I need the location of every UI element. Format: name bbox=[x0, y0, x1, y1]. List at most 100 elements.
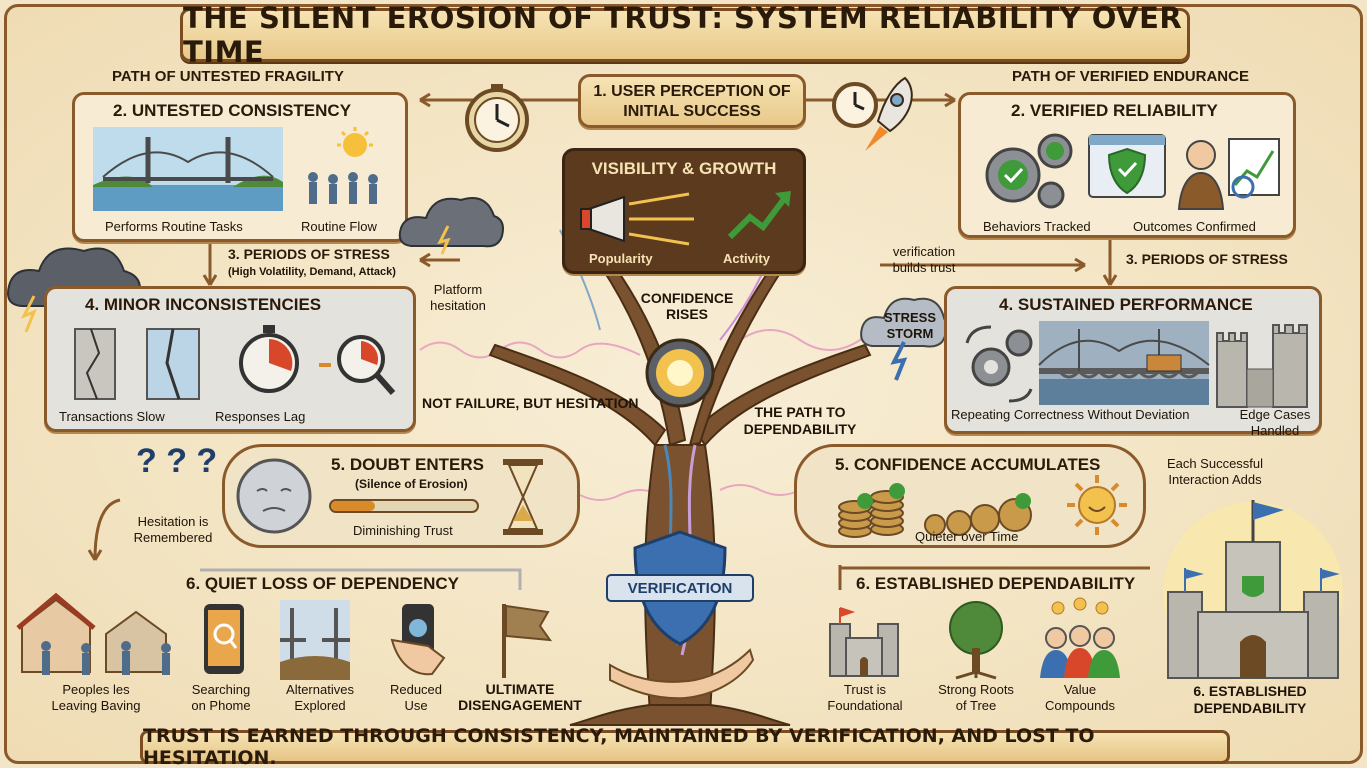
established-dependability-title: 6. ESTABLISHED DEPENDABILITY bbox=[856, 574, 1136, 593]
village-people-leaving-icon bbox=[16, 592, 171, 675]
verification-builds-trust-line1: verification bbox=[892, 244, 956, 259]
each-successful-line2: Interaction Adds bbox=[1168, 472, 1262, 487]
glowing-core-icon bbox=[645, 338, 715, 408]
visibility-growth-panel: VISIBILITY & GROWTH Popularity Activity bbox=[562, 148, 806, 274]
open-hand-icon bbox=[609, 648, 755, 700]
stress-storm-line1: STRESS bbox=[883, 310, 936, 325]
left-stress-title: 3. PERIODS OF STRESS bbox=[228, 246, 390, 262]
trust-foundational-line1: Trust is bbox=[843, 682, 887, 697]
strong-roots-line2: of Tree bbox=[955, 698, 997, 713]
smiling-sun-icon bbox=[1067, 475, 1127, 535]
stopwatch-icon bbox=[239, 325, 299, 393]
clock-icon bbox=[832, 82, 878, 128]
value-compounds-line2: Compounds bbox=[1044, 698, 1116, 713]
searching-label-line2: on Phome bbox=[191, 698, 251, 713]
path-to-dependability-line1: THE PATH TO bbox=[754, 404, 846, 420]
sun-and-people-icon bbox=[308, 127, 378, 204]
hourglass-icon bbox=[503, 459, 543, 535]
path-to-dependability-line2: DEPENDABILITY bbox=[743, 421, 857, 437]
hesitation-remembered-line2: Remembered bbox=[133, 530, 213, 545]
left-path-label: PATH OF UNTESTED FRAGILITY bbox=[112, 68, 344, 85]
bridge-icon bbox=[93, 127, 283, 211]
footer-banner: TRUST IS EARNED THROUGH CONSISTENCY, MAI… bbox=[140, 725, 1230, 768]
platform-hesitation-line1: Platform bbox=[433, 282, 483, 297]
outcomes-confirmed-label: Outcomes Confirmed bbox=[1133, 219, 1256, 234]
browser-shield-icon bbox=[1088, 134, 1166, 198]
oak-tree-icon bbox=[949, 601, 1003, 680]
edge-cases-line1: Edge Cases bbox=[1239, 407, 1311, 422]
cycling-gears-icon bbox=[965, 325, 1033, 403]
castle-label-line1: 6. ESTABLISHED bbox=[1193, 683, 1307, 699]
gears-check-icon bbox=[985, 133, 1073, 209]
routine-flow-label: Routine Flow bbox=[301, 219, 377, 234]
visibility-growth-title: VISIBILITY & GROWTH bbox=[591, 159, 777, 178]
footer-text: TRUST IS EARNED THROUGH CONSISTENCY, MAI… bbox=[143, 725, 1095, 768]
sustained-performance-title: 4. SUSTAINED PERFORMANCE bbox=[999, 295, 1253, 314]
verified-reliability-panel: 2. VERIFIED RELIABILITY Behaviors Tracke… bbox=[958, 92, 1296, 238]
verification-builds-trust-line2: builds trust bbox=[892, 260, 956, 275]
start-banner: 1. USER PERCEPTION OF INITIAL SUCCESS bbox=[578, 74, 806, 128]
doubt-enters-panel: 5. DOUBT ENTERS (Silence of Erosion) Dim… bbox=[222, 444, 580, 548]
strong-roots-line1: Strong Roots bbox=[938, 682, 1014, 697]
routine-tasks-label: Performs Routine Tasks bbox=[105, 219, 243, 234]
hand-phone-icon bbox=[390, 604, 446, 676]
right-stress-title: 3. PERIODS OF STRESS bbox=[1126, 251, 1288, 267]
leaving-label-line2: Leaving Baving bbox=[51, 698, 141, 713]
popularity-label: Popularity bbox=[589, 251, 653, 266]
pocket-watch-icon bbox=[465, 84, 529, 152]
small-castle-icon bbox=[829, 607, 899, 677]
platform-hesitation-line2: hesitation bbox=[430, 298, 486, 313]
quieter-over-time-label: Quieter over Time bbox=[915, 529, 1019, 544]
doubt-enters-subtitle: (Silence of Erosion) bbox=[355, 477, 468, 491]
happy-people-icon bbox=[1040, 597, 1120, 678]
castle-label-line2: DEPENDABILITY bbox=[1193, 700, 1307, 716]
reduced-use-label-line1: Reduced bbox=[389, 682, 443, 697]
verified-reliability-title: 2. VERIFIED RELIABILITY bbox=[1011, 101, 1218, 120]
left-stress-subtitle: (High Volatility, Demand, Attack) bbox=[228, 266, 396, 278]
trust-foundational-line2: Foundational bbox=[827, 698, 903, 713]
bridge-truck-icon bbox=[1038, 321, 1210, 405]
rocket-icon bbox=[865, 76, 913, 151]
transactions-slow-label: Transactions Slow bbox=[59, 409, 165, 424]
start-title-line1: 1. USER PERCEPTION OF bbox=[593, 83, 791, 100]
confidence-rises-line1: CONFIDENCE bbox=[640, 290, 734, 306]
quiet-loss-title: 6. QUIET LOSS OF DEPENDENCY bbox=[186, 574, 459, 593]
megaphone-icon bbox=[580, 192, 694, 246]
cracked-pillar-icon bbox=[74, 328, 200, 400]
sad-moon-icon bbox=[236, 458, 312, 534]
magnifier-clock-icon bbox=[319, 335, 396, 395]
leaving-label-line1: Peoples les bbox=[62, 682, 130, 697]
stone-towers-icon bbox=[1216, 324, 1308, 408]
page-title: THE SILENT EROSION OF TRUST: SYSTEM RELI… bbox=[183, 1, 1183, 69]
verification-ribbon: VERIFICATION bbox=[606, 574, 754, 602]
coin-stacks-icon bbox=[838, 483, 1032, 538]
sustained-performance-panel: 4. SUSTAINED PERFORMANCE Repeating Corre… bbox=[944, 286, 1322, 438]
question-marks-icon: ? ? ? bbox=[136, 442, 218, 480]
minor-inconsistencies-panel: 4. MINOR INCONSISTENCIES Transactions Sl… bbox=[44, 286, 416, 432]
right-path-label: PATH OF VERIFIED ENDURANCE bbox=[1012, 68, 1249, 85]
each-successful-line1: Each Successful bbox=[1166, 456, 1264, 471]
confidence-rises-line2: RISES bbox=[665, 306, 708, 322]
value-compounds-line1: Value bbox=[1063, 682, 1097, 697]
disengagement-label-line1: ULTIMATE bbox=[485, 681, 555, 697]
responses-lag-label: Responses Lag bbox=[215, 409, 306, 424]
activity-label: Activity bbox=[723, 251, 770, 266]
analyst-chart-icon bbox=[1177, 138, 1280, 210]
verification-label: VERIFICATION bbox=[627, 579, 733, 597]
disengagement-label-line2: DISENGAGEMENT bbox=[458, 697, 582, 713]
edge-cases-line2: Handled bbox=[1250, 423, 1300, 438]
confidence-accumulates-panel: 5. CONFIDENCE ACCUMULATES Quieter over T… bbox=[794, 444, 1146, 548]
hesitation-remembered-line1: Hesitation is bbox=[137, 514, 209, 529]
behaviors-tracked-label: Behaviors Tracked bbox=[983, 219, 1091, 234]
alternatives-label-line1: Alternatives bbox=[286, 682, 354, 697]
stress-storm-line2: STORM bbox=[886, 326, 934, 341]
stress-storm-cloud-icon bbox=[860, 297, 948, 381]
diminishing-trust-bar bbox=[329, 499, 479, 513]
reduced-use-label-line2: Use bbox=[404, 698, 428, 713]
searching-label-line1: Searching bbox=[191, 682, 251, 697]
diminishing-trust-label: Diminishing Trust bbox=[353, 523, 453, 538]
not-failure-label: NOT FAILURE, BUT HESITATION bbox=[422, 395, 639, 411]
doubt-enters-title: 5. DOUBT ENTERS bbox=[331, 455, 485, 474]
alternatives-label-line2: Explored bbox=[294, 698, 346, 713]
